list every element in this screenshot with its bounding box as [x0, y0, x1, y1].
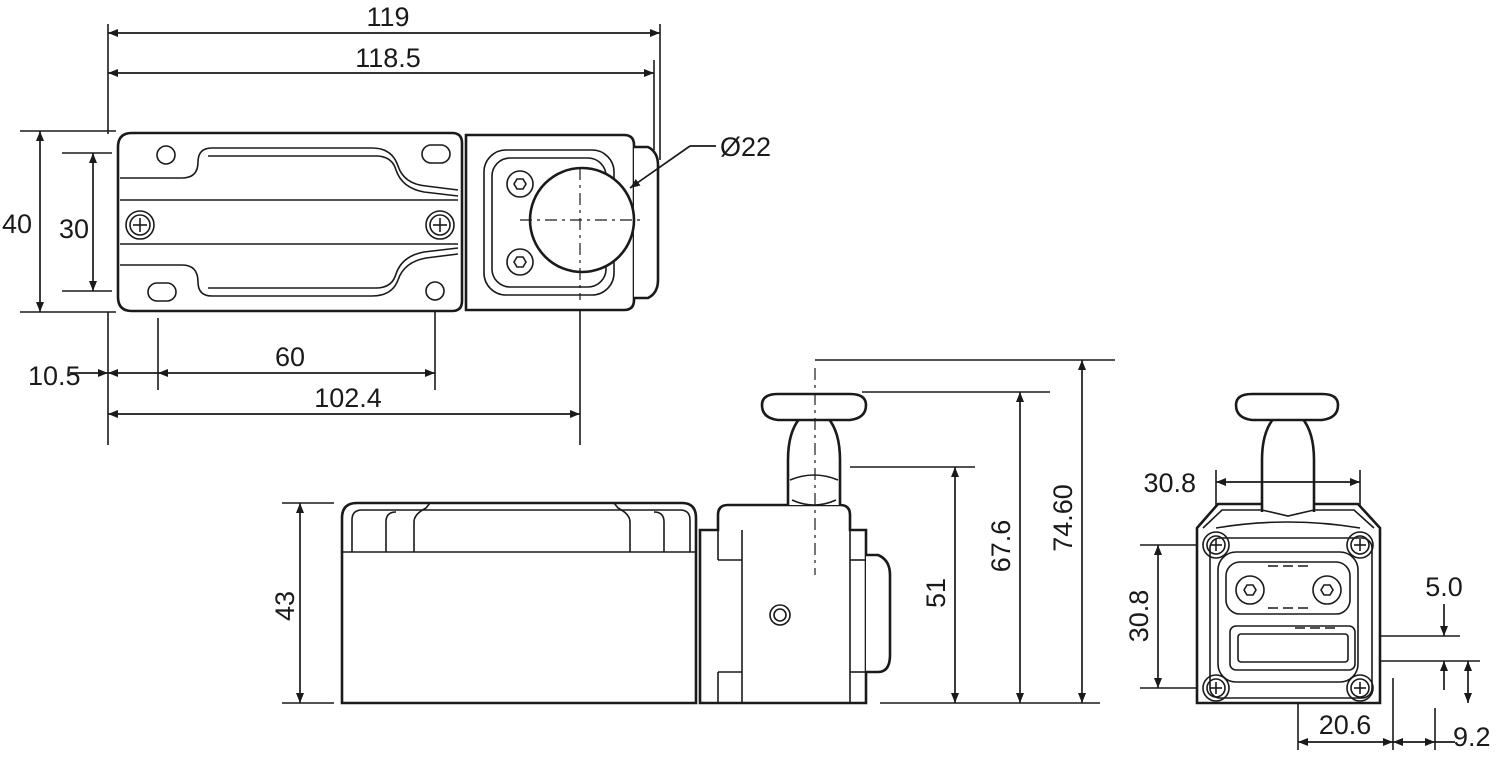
hex-screw-icon — [1235, 575, 1265, 605]
dim-9-2: 9.2 — [1453, 722, 1491, 752]
knurled-screw-icon — [769, 604, 791, 626]
phillips-screw-icon — [1346, 531, 1374, 559]
dim-hole-spacing-vertical: 30 — [59, 214, 89, 244]
hex-screw-icon — [1312, 575, 1342, 605]
top-view: Ø22 119 118.5 40 30 10.5 60 102.4 — [2, 2, 771, 445]
dim-button-position: 102.4 — [314, 383, 382, 413]
mounting-hole-icon — [425, 281, 445, 301]
dim-overall-width: 119 — [366, 2, 409, 32]
phillips-screw-icon — [1202, 674, 1230, 702]
front-view-button-cap — [1234, 392, 1340, 422]
side-view-housing — [340, 501, 698, 705]
dim-height-30-8: 30.8 — [1124, 590, 1154, 643]
dim-5-0: 5.0 — [1425, 572, 1463, 602]
front-view-housing — [1195, 502, 1382, 705]
side-view: 43 51 67.6 74.60 — [270, 359, 1115, 705]
dim-74-60: 74.60 — [1048, 484, 1078, 552]
dim-height: 40 — [2, 209, 32, 239]
hex-screw-icon — [506, 170, 534, 198]
dim-hole-spacing-horizontal: 60 — [275, 342, 305, 372]
front-view-plunger — [1260, 416, 1316, 512]
front-view: 30.8 30.8 5.0 20.6 9.2 — [1124, 392, 1491, 752]
top-view-lid-outline — [120, 147, 459, 191]
phillips-screw-icon — [425, 210, 455, 240]
side-view-plunger — [786, 416, 842, 505]
phillips-screw-icon — [1346, 674, 1374, 702]
top-view-housing — [116, 131, 464, 313]
phillips-screw-icon — [1202, 531, 1230, 559]
dim-edge-offset: 10.5 — [28, 361, 81, 391]
side-view-head — [698, 503, 868, 705]
dim-51: 51 — [921, 578, 951, 608]
slot-hole-icon — [421, 144, 451, 164]
hex-screw-icon — [506, 248, 534, 276]
actuator-slot — [1229, 625, 1356, 671]
slot-hole-icon — [147, 282, 177, 302]
mounting-hole-icon — [156, 145, 176, 165]
dim-67-6: 67.6 — [986, 520, 1016, 573]
phillips-screw-icon — [125, 210, 155, 240]
dim-body-width: 118.5 — [355, 43, 421, 73]
side-view-button-cap — [760, 392, 868, 422]
dim-button-diameter: Ø22 — [720, 132, 771, 162]
dim-body-height: 43 — [270, 591, 300, 621]
dim-20-6: 20.6 — [1319, 710, 1372, 740]
dim-width-30-8: 30.8 — [1143, 468, 1196, 498]
